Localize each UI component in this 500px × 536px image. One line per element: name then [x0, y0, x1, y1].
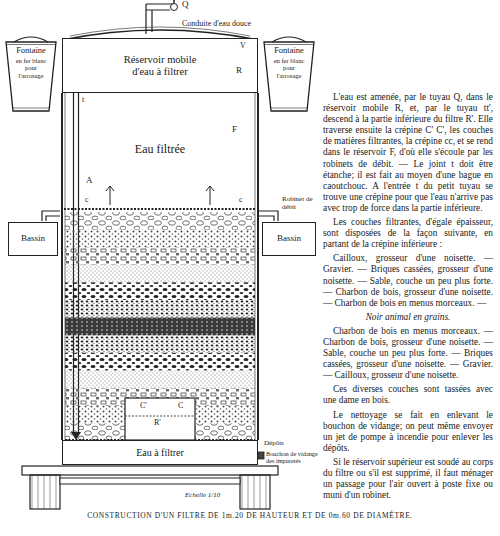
filtered-water-chamber: Eau filtrée	[66, 95, 254, 205]
node-title: Fontaine	[16, 46, 46, 55]
callout-letter: C	[178, 402, 183, 411]
fountain-rim	[264, 45, 314, 109]
basin-box: Bassin	[262, 222, 316, 256]
node-text: en fer blanc pour l'arrosage	[270, 57, 308, 78]
raw-water-chamber: Eau à filtrer	[62, 440, 258, 465]
reservoir-box: Réservoir mobile d'eau à filtrer	[62, 38, 258, 93]
node-title: Eau à filtrer	[136, 447, 184, 458]
node-text: en fer blanc pour l'arrosage	[12, 57, 50, 78]
text-paragraph: Le nettoyage se fait en enlevant le bouc…	[323, 410, 493, 454]
fountain: Fontaine en fer blanc pour l'arrosage	[4, 38, 58, 112]
fountain-rim	[6, 45, 56, 109]
basin-box: Bassin	[8, 222, 58, 256]
text-paragraph: Si le réservoir supérieur est soudé au c…	[323, 457, 493, 501]
text-paragraph: L'eau est amenée, par le tuyau Q, dans l…	[323, 92, 493, 214]
part-label: Bouchon de vidange des impuretés	[266, 451, 320, 465]
scale-label: Echelle 1/10	[185, 492, 220, 500]
callout-letter: A	[86, 176, 93, 186]
callout-letter: c	[84, 196, 90, 205]
node-title: Eau filtrée	[135, 143, 185, 156]
part-label: Robinet de débit	[282, 196, 322, 211]
callout-letter: V	[240, 42, 246, 51]
text-paragraph: Les couches filtrantes, d'égale épaisseu…	[323, 217, 493, 250]
callout-letter: Q	[182, 0, 189, 10]
callout-letter: R'	[154, 419, 161, 428]
fountain: Fontaine en fer blanc pour l'arrosage	[262, 38, 316, 112]
fountain-body	[264, 42, 314, 111]
fountain-body	[6, 42, 56, 111]
node-title: Bassin	[277, 234, 301, 244]
callout-letter: c	[238, 196, 244, 205]
fountain-handle	[272, 37, 306, 42]
pipe-label: Conduite d'eau douce	[182, 20, 251, 29]
node-title: Fontaine	[274, 46, 304, 55]
fountain-handle	[14, 37, 48, 42]
text-column: L'eau est amenée, par le tuyau Q, dans l…	[323, 92, 493, 504]
text-paragraph: Noir animal en grains.	[323, 312, 493, 323]
text-paragraph: Charbon de bois en menus morceaux. — Cha…	[323, 326, 493, 381]
callout-letter: t	[82, 96, 84, 105]
part-label: Dépôts	[264, 440, 284, 448]
text-paragraph: Ces diverses couches sont tassées avec u…	[323, 384, 493, 406]
node-title: Réservoir mobile d'eau à filtrer	[112, 54, 208, 77]
callout-letter: C'	[140, 402, 147, 411]
caption: CONSTRUCTION D'UN FILTRE DE 1m.20 DE HAU…	[4, 511, 496, 520]
callout-letter: F	[232, 125, 237, 135]
callout-letter: R	[236, 66, 242, 76]
node-title: Bassin	[21, 234, 45, 244]
text-paragraph: Cailloux, grosseur d'une noisette. — Gra…	[323, 253, 493, 308]
